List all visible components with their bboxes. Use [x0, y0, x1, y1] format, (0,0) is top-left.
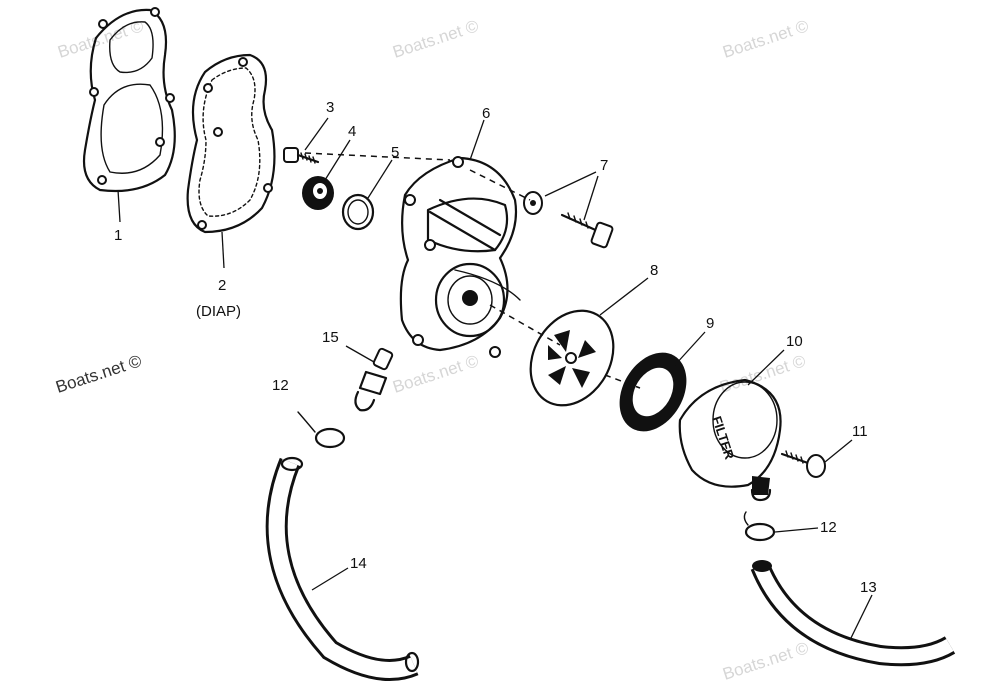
watermark: Boats.net © — [53, 351, 144, 397]
callout-15: 15 — [322, 329, 339, 346]
callout-5: 5 — [391, 144, 399, 161]
filter-label: FILTER — [709, 414, 737, 462]
callout-4: 4 — [348, 123, 356, 140]
part-7-washer-bolt — [523, 191, 614, 249]
part-9-gasket — [619, 352, 687, 432]
callout-13: 13 — [860, 579, 877, 596]
callout-7: 7 — [600, 157, 608, 174]
part-4-valve — [302, 176, 334, 210]
callout-12-left: 12 — [272, 377, 289, 394]
assembly-line — [489, 304, 561, 346]
part-1-gasket — [82, 7, 176, 193]
part-6-pump-body — [399, 156, 521, 358]
part-15-fitting — [354, 347, 394, 412]
leader-lines — [117, 117, 873, 641]
callout-2-sub: (DIAP) — [196, 303, 241, 320]
part-11-screw — [780, 450, 826, 478]
part-14-hose — [265, 456, 420, 681]
watermark: Boats.net © — [390, 351, 481, 397]
callout-10: 10 — [786, 333, 803, 350]
callout-8: 8 — [650, 262, 658, 279]
part-8-filter-screen — [529, 309, 615, 407]
part-13-hose — [750, 560, 956, 667]
callout-2: 2 — [218, 277, 226, 294]
callout-9: 9 — [706, 315, 714, 332]
watermark: Boats.net © — [720, 638, 811, 684]
callout-1: 1 — [114, 227, 122, 244]
part-3-screw — [283, 147, 320, 164]
assembly-line — [469, 169, 531, 201]
callout-3: 3 — [326, 99, 334, 116]
part-12-clamp-right — [743, 511, 776, 542]
callout-6: 6 — [482, 105, 490, 122]
callout-14: 14 — [350, 555, 367, 572]
watermark: Boats.net © — [390, 16, 481, 62]
watermark: Boats.net © — [717, 351, 808, 397]
part-10-filter-bowl: FILTER — [678, 378, 782, 502]
assembly-line — [304, 152, 451, 161]
part-5-gasket-ring — [341, 193, 375, 231]
part-12-clamp-left — [297, 411, 346, 449]
part-2-diaphragm — [186, 53, 276, 234]
watermark: Boats.net © — [720, 16, 811, 62]
callout-12-right: 12 — [820, 519, 837, 536]
callout-11: 11 — [852, 423, 868, 440]
